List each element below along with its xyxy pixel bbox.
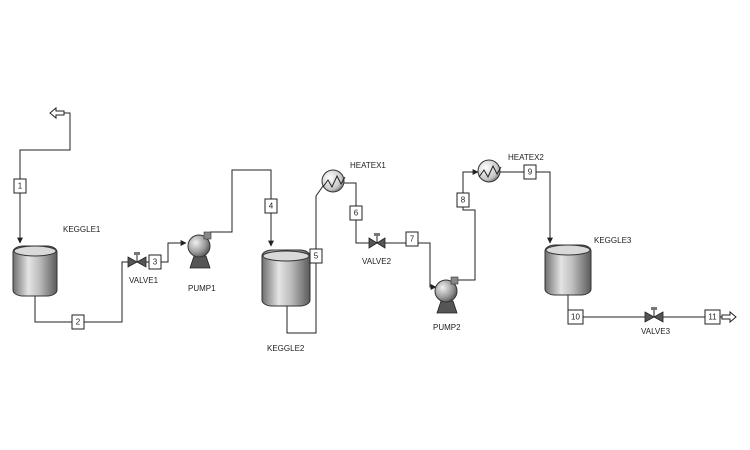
heatex2-label: HEATEX2 [508,153,544,162]
stream-3-tag[interactable]: 3 [148,254,162,270]
svg-text:8: 8 [461,196,466,205]
feed-arrow-icon[interactable] [49,106,65,120]
svg-text:1: 1 [18,182,23,191]
stream-9-line [500,171,553,244]
stream-5-line [286,185,324,334]
stream-8-line [452,169,479,281]
keggle3-vessel[interactable] [544,244,592,296]
heatex1-icon[interactable] [321,169,346,193]
keggle3-label: KEGGLE3 [594,236,632,245]
stream-4-line [210,169,274,247]
svg-text:4: 4 [269,202,274,211]
svg-text:2: 2 [76,318,81,327]
stream-1-tag[interactable]: 1 [13,178,27,194]
keggle2-label: KEGGLE2 [267,344,305,353]
valve1-label: VALVE1 [129,276,159,285]
keggle2-vessel[interactable] [261,249,311,307]
stream-6-tag[interactable]: 6 [349,205,363,221]
keggle1-label: KEGGLE1 [63,225,101,234]
stream-7-line [385,242,437,290]
valve2-icon[interactable] [368,233,386,249]
product-arrow-icon[interactable] [721,310,737,324]
svg-text:5: 5 [314,252,319,261]
stream-2-line [34,261,128,323]
svg-text:11: 11 [708,313,717,322]
stream-8-tag[interactable]: 8 [456,192,470,208]
heatex2-icon[interactable] [477,159,502,183]
stream-7-tag[interactable]: 7 [405,231,419,247]
pump2-icon[interactable] [434,276,459,314]
stream-1-line [17,112,71,244]
stream-4-tag[interactable]: 4 [264,198,278,214]
stream-2-tag[interactable]: 2 [71,314,85,330]
pump1-icon[interactable] [187,231,212,269]
pump1-label: PUMP1 [188,284,216,293]
stream-9-tag[interactable]: 9 [523,164,537,180]
svg-text:9: 9 [528,168,533,177]
valve3-icon[interactable] [644,307,664,323]
stream-10-tag[interactable]: 10 [567,309,584,325]
valve3-label: VALVE3 [641,327,671,336]
svg-text:7: 7 [410,235,415,244]
keggle1-vessel[interactable] [12,245,58,297]
svg-text:3: 3 [153,258,158,267]
pump2-label: PUMP2 [433,323,461,332]
heatex1-label: HEATEX1 [350,161,386,170]
valve2-label: VALVE2 [362,257,392,266]
valve1-icon[interactable] [127,252,147,268]
svg-text:10: 10 [571,313,580,322]
svg-text:6: 6 [354,209,359,218]
stream-11-tag[interactable]: 11 [704,309,721,325]
stream-5-tag[interactable]: 5 [309,248,323,264]
